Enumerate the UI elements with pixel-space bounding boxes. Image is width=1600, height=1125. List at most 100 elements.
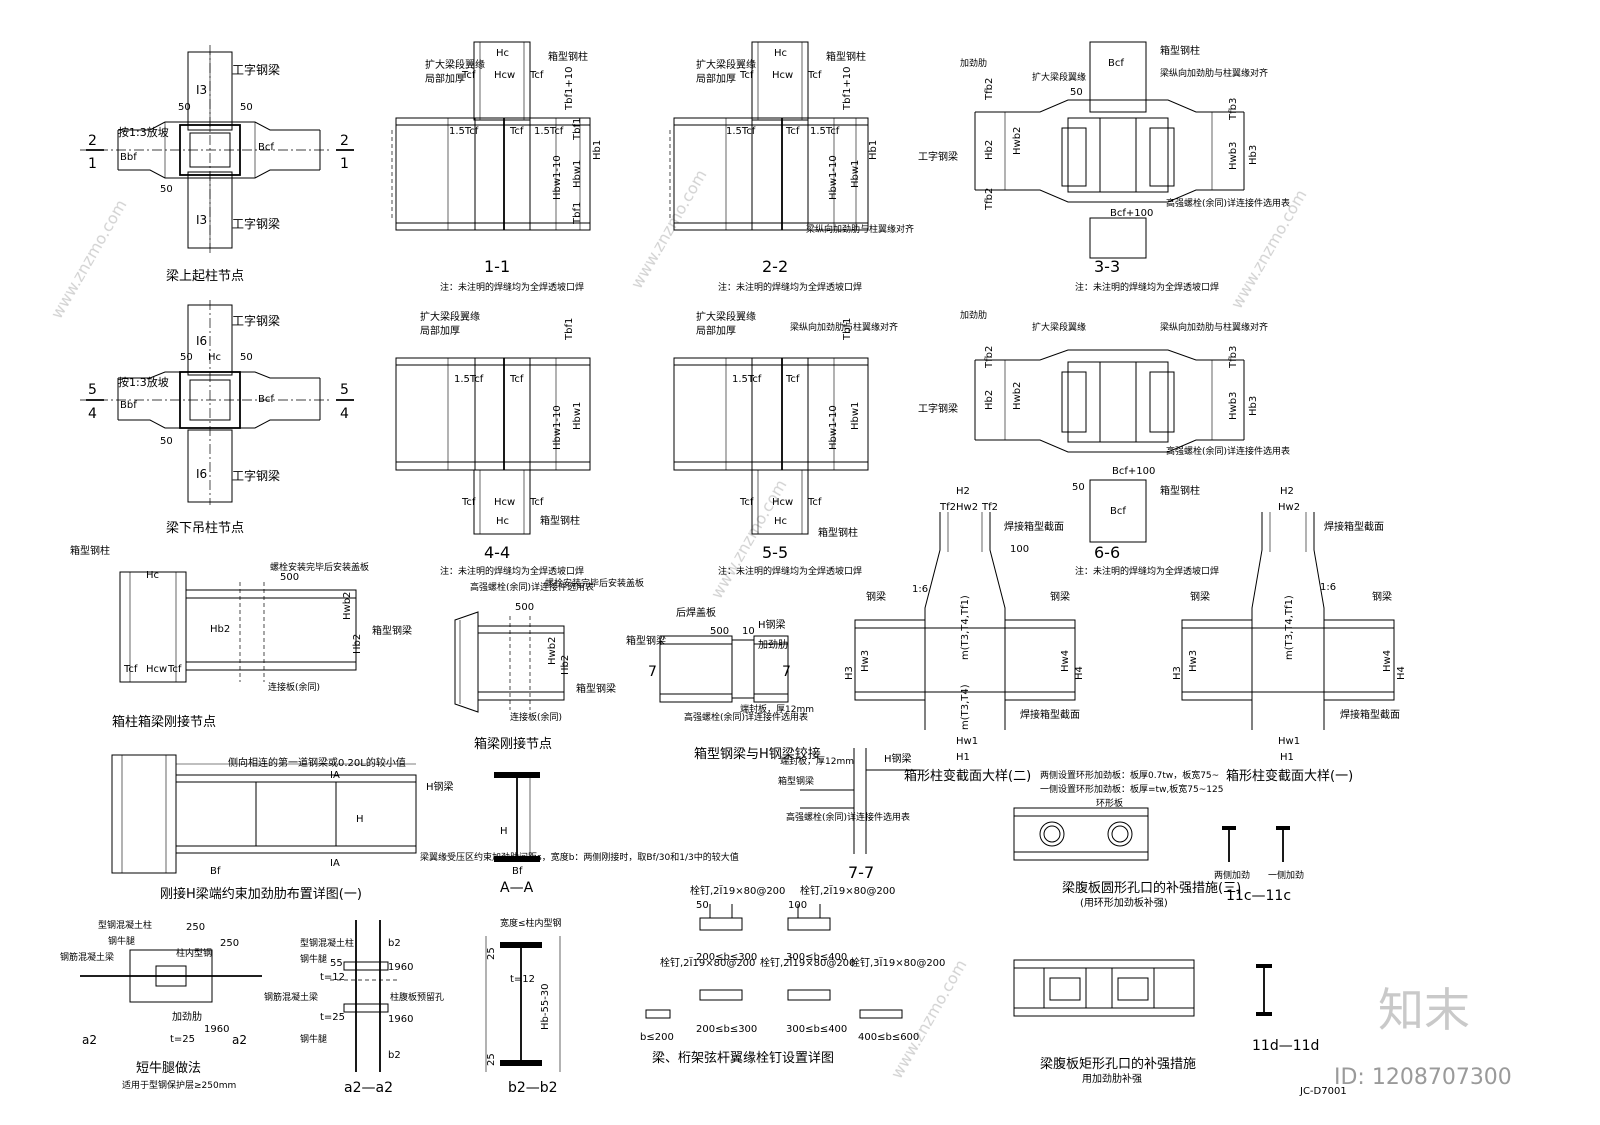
label-enlarge-flange: 扩大梁段翼缘 [1032, 71, 1086, 83]
dim-500: 500 [515, 602, 534, 613]
stud-d50: 50 [696, 900, 709, 911]
dim-500: 500 [280, 572, 299, 583]
label-box-column: 箱型钢柱 [826, 50, 866, 63]
label-hole: 柱腹板预留孔 [390, 991, 444, 1003]
dim-50: 50 [160, 184, 173, 195]
label-steel-corbel: 钢牛腿 [300, 1033, 327, 1045]
dim-50: 50 [240, 352, 253, 363]
dim-hw1: Hw1 [1278, 736, 1300, 747]
dim-hc: Hc [774, 48, 787, 59]
label-steel-corbel: 钢牛腿 [108, 935, 135, 947]
dim-h4: H4 [1074, 666, 1085, 680]
label-stiffener-align: 梁纵向加劲肋与柱翼缘对齐 [1160, 67, 1268, 79]
dim-m-t2: m(T3,T4) [960, 684, 971, 730]
dim-hc: Hc [496, 48, 509, 59]
label-side-stiff: 侧向相连的第一道钢梁或0.20L的较小值 [228, 756, 406, 769]
dim-hcw: Hcw [772, 70, 793, 81]
dim-tcf: Tcf [509, 374, 524, 385]
dim-hw2: Hw2 [956, 502, 978, 513]
title-h-beam-stiff: 刚接H梁端约束加劲肋布置详图(一) [160, 886, 362, 902]
title-box-col-var-2: 箱形柱变截面大样(二) [904, 768, 1031, 784]
stud-r6: 400≤b≤600 [858, 1032, 919, 1043]
dim-hc: Hc [146, 570, 159, 581]
label-enlarge-flange: 扩大梁段翼缘 [425, 58, 485, 71]
dim-250: 250 [186, 922, 205, 933]
dim-tcf: Tcf [123, 664, 138, 675]
mark-a2: a2 [82, 1033, 97, 1047]
dim-50: 50 [1072, 482, 1085, 493]
section-mark-7: 7 [648, 664, 657, 680]
label-slope: 按1:3放坡 [118, 375, 169, 389]
label-bolt-install: 螺栓安装完毕后安装盖板 [545, 577, 644, 589]
dim-h2: H2 [956, 486, 970, 497]
dim-50: 50 [180, 352, 193, 363]
dim-tcf: Tcf [461, 70, 476, 81]
dim-1-5tcf: 1.5Tcf [454, 374, 484, 385]
title-box-col-box-beam: 箱柱箱梁刚接节点 [112, 714, 216, 730]
label-i-beam: 工字钢梁 [232, 313, 280, 328]
brand-logo: 知末 [1378, 983, 1470, 1037]
dim-tbf1: Tbf1 [842, 318, 853, 341]
dim-hw3: Hw3 [860, 650, 871, 672]
dim-i6: I6 [196, 467, 207, 481]
label-weld-box-section: 焊接箱型截面 [1340, 708, 1400, 721]
dim-250: 250 [220, 938, 239, 949]
dim-tcf: Tcf [807, 497, 822, 508]
label-hs-bolt: 高强螺栓(余同)详连接件选用表 [1166, 445, 1290, 457]
label-weld-box-section: 焊接箱型截面 [1020, 708, 1080, 721]
stud-r2: 300≤b≤400 [786, 952, 847, 963]
dim-bcf-100: Bcf+100 [1112, 466, 1155, 477]
dim-tcf: Tcf [739, 70, 754, 81]
detail-round-hole: 两侧设置环形加劲板：板厚0.7tw，板宽75~ 一侧设置环形加劲板：板厚=tw,… [1013, 769, 1304, 909]
section-4-4: 扩大梁段翼缘 局部加厚 1.5Tcf Tcf Tbf1 Hbw1-10 Hbw1… [395, 310, 591, 577]
dim-50: 50 [240, 102, 253, 113]
label-col-inner: 柱内型钢 [176, 947, 212, 959]
detail-beam-column-bottom: 工字钢梁 工字钢梁 I6 I6 按1:3放坡 Hc 50 50 50 Bbf B… [80, 300, 354, 536]
dim-hb3: Hb3 [1248, 145, 1259, 165]
dim-tfb2: Tfb2 [984, 188, 995, 211]
stud-s2: 栓钉,2Ï19×80@200 [800, 884, 895, 897]
section-mark-5: 5 [340, 382, 349, 398]
detail-box-beam-rigid: 高强螺栓(余同)详连接件选用表 螺栓安装完毕后安装盖板 500 Hwb2 Hb2… [454, 577, 644, 752]
dim-tcf: Tcf [739, 497, 754, 508]
dim-i3: I3 [196, 213, 207, 227]
label-steel-beam: 钢梁 [1050, 590, 1070, 603]
note-weld: 注：未注明的焊缝均为全焊透坡口焊 [1075, 281, 1219, 293]
label-bolt-install: 螺栓安装完毕后安装盖板 [270, 561, 369, 573]
dim-tcf: Tcf [807, 70, 822, 81]
dim-m-t: m(T3,T4,Tf1) [1284, 595, 1295, 660]
label-i-beam: 工字钢梁 [918, 402, 958, 415]
section-mark-1: 1 [88, 156, 97, 172]
label-both-side: 两侧加劲 [1214, 869, 1250, 881]
detail-box-col-variable-2: H2 Hw2 Tf2 Tf2 焊接箱型截面 100 1:6 钢梁 钢梁 m(T3… [844, 486, 1085, 784]
label-h-beam: H钢梁 [426, 780, 454, 793]
label-stiffener-align: 梁纵向加劲肋与柱翼缘对齐 [790, 321, 898, 333]
label-box-column: 箱型钢柱 [540, 514, 580, 527]
dim-hwb2: Hwb2 [1012, 127, 1023, 155]
section-mark-2: 2 [340, 133, 349, 149]
label-stiffener-align: 梁纵向加劲肋与柱翼缘对齐 [806, 223, 914, 235]
section-3-3: Bcf 箱型钢柱 加劲肋 扩大梁段翼缘 梁纵向加劲肋与柱翼缘对齐 50 Tfb2… [918, 41, 1290, 293]
dim-h: H [500, 826, 508, 837]
dim-tcf: Tcf [461, 497, 476, 508]
dim-tf2: Tf2 [981, 502, 998, 513]
title-sec-11c: 11c—11c [1226, 888, 1291, 904]
watermark-site: www.znzmo.com [887, 956, 971, 1082]
section-b2-b2: 宽度≤柱内型钢 t=12 Hb-55-30 25 25 b2—b2 [485, 917, 562, 1096]
watermark-site: www.znzmo.com [47, 196, 131, 322]
title-corbel: 短牛腿做法 [136, 1061, 201, 1076]
label-rc-beam: 钢筋混凝土梁 [264, 991, 318, 1003]
label-weld-box-section: 焊接箱型截面 [1004, 520, 1064, 533]
dim-hc: Hc [496, 516, 509, 527]
dim-hbw1: Hbw1 [572, 160, 583, 188]
dim-50: 50 [1070, 87, 1083, 98]
label-slope: 按1:3放坡 [118, 125, 169, 139]
dim-hbw1-10: Hbw1-10 [552, 155, 563, 200]
dim-h1: H1 [1280, 752, 1294, 763]
dim-bcf: Bcf [1110, 506, 1126, 517]
detail-box-beam-h-hinge: 后焊盖板 500 10 H钢梁 加劲肋 箱型钢梁 7 7 端封板，厚12mm 高… [626, 606, 821, 762]
title-sec-4-4: 4-4 [484, 543, 510, 562]
label-i-beam: 工字钢梁 [232, 468, 280, 483]
section-mark-4: 4 [340, 406, 349, 422]
dim-bf: Bf [512, 866, 523, 877]
